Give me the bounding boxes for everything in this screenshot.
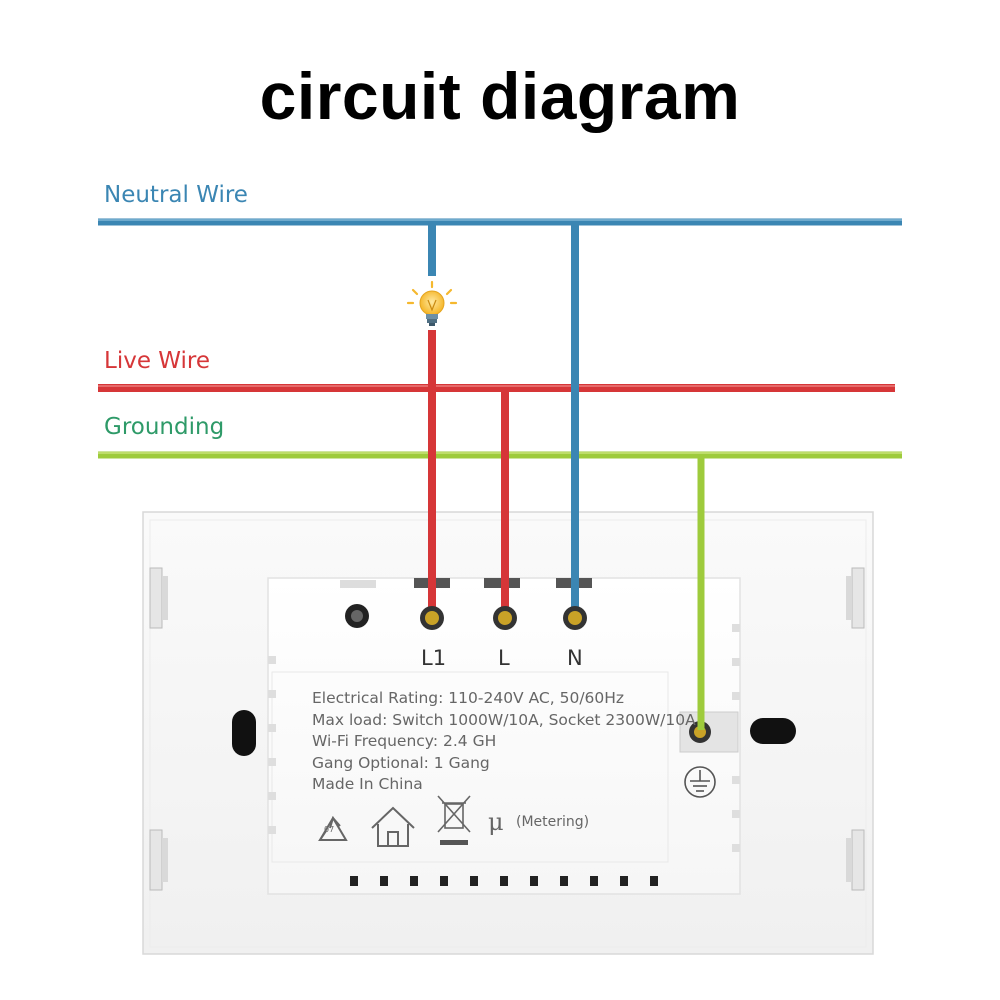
terminal-label-l: L bbox=[498, 646, 510, 670]
terminal-label-l1: L1 bbox=[421, 646, 447, 670]
grounding-wire-label: Grounding bbox=[104, 414, 225, 440]
spec-line-gang: Gang Optional: 1 Gang bbox=[312, 753, 490, 772]
terminal-screw-l1 bbox=[420, 606, 444, 630]
spec-text-block: Electrical Rating: 110-240V AC, 50/60Hz … bbox=[312, 688, 696, 796]
terminal-screw-n bbox=[563, 606, 587, 630]
recycle-code: 07 bbox=[324, 825, 335, 834]
ground-symbol-icon bbox=[684, 766, 716, 798]
switch-module-housing bbox=[267, 577, 741, 895]
terminal-screw-l bbox=[493, 606, 517, 630]
spec-line-origin: Made In China bbox=[312, 775, 423, 794]
live-wire-label: Live Wire bbox=[104, 348, 211, 374]
metering-mu-symbol: μ bbox=[488, 808, 504, 836]
mounting-slot-left bbox=[232, 710, 256, 756]
bottom-vents bbox=[350, 876, 658, 886]
side-vents bbox=[268, 624, 740, 852]
house-icon bbox=[371, 806, 415, 847]
spec-line-max-load: Max load: Switch 1000W/10A, Socket 2300W… bbox=[312, 710, 696, 729]
neutral-wire-label: Neutral Wire bbox=[104, 182, 248, 208]
terminal-label-n: N bbox=[567, 646, 583, 670]
page-title: circuit diagram bbox=[259, 59, 741, 133]
ground-wire-line bbox=[98, 451, 902, 459]
mounting-clip-left-bottom bbox=[149, 829, 168, 891]
spec-line-rating: Electrical Rating: 110-240V AC, 50/60Hz bbox=[312, 689, 625, 707]
mounting-clip-left-top bbox=[149, 567, 168, 629]
neutral-wire-line bbox=[98, 218, 902, 226]
mounting-slot-right bbox=[750, 718, 796, 744]
mounting-clip-right-top bbox=[846, 567, 865, 629]
spec-line-wifi: Wi-Fi Frequency: 2.4 GH bbox=[312, 732, 497, 751]
live-wire-line bbox=[98, 384, 895, 392]
light-bulb-icon bbox=[406, 280, 458, 326]
metering-label: (Metering) bbox=[516, 814, 590, 830]
recycle-icon bbox=[318, 815, 348, 841]
mounting-clip-right-bottom bbox=[846, 829, 865, 891]
crossed-bin-icon bbox=[437, 795, 471, 845]
